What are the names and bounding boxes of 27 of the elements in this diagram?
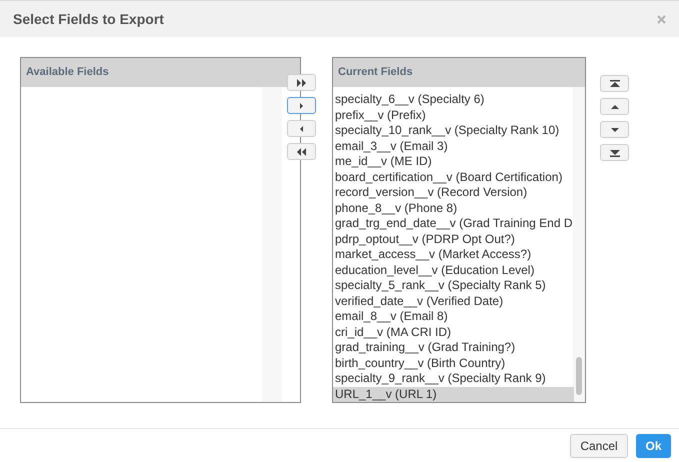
- ok-button: Ok: [636, 434, 671, 458]
- panel-title: Current Fields: [338, 65, 413, 80]
- list-panel: [332, 57, 586, 403]
- list-item: URL_1__v (URL 1): [333, 386, 574, 402]
- list-item: education_level__v (Education Level): [334, 262, 536, 278]
- list-item: cri_id__v (MA CRI ID): [334, 324, 452, 340]
- list-item: grad_trg_end_date__v (Grad Training End D: [334, 216, 574, 232]
- list-item: board_certification__v (Board Certification): [334, 170, 564, 185]
- cancel-button: Cancel: [570, 434, 628, 458]
- list-item: pdrp_optout__v (PDRP Opt Out?): [334, 232, 516, 247]
- list-item: market_access__v (Market Access?): [334, 247, 532, 262]
- list-item: specialty_10_rank__v (Specialty Rank 10): [334, 123, 560, 138]
- list-item: record_version__v (Record Version): [334, 185, 528, 200]
- list-item: phone_8__v (Phone 8): [334, 200, 458, 216]
- list-item: specialty_6__v (Specialty 6): [334, 92, 486, 108]
- list-panel: [20, 57, 301, 403]
- list-item: email_3__v (Email 3): [334, 138, 449, 154]
- dialog-title: Select Fields to Export: [13, 10, 164, 29]
- list-item: prefix__v (Prefix): [334, 108, 427, 123]
- list-item: email_8__v (Email 8): [334, 309, 449, 324]
- list-item: birth_country__v (Birth Country): [334, 356, 506, 371]
- list-item: specialty_9_rank__v (Specialty Rank 9): [334, 371, 547, 386]
- panel-title: Available Fields: [26, 65, 109, 80]
- list-item: me_id__v (ME ID): [334, 154, 433, 170]
- list-item: specialty_5_rank__v (Specialty Rank 5): [334, 278, 547, 294]
- list-item: grad_training__v (Grad Training?): [334, 340, 516, 356]
- list-item: verified_date__v (Verified Date): [334, 294, 504, 309]
